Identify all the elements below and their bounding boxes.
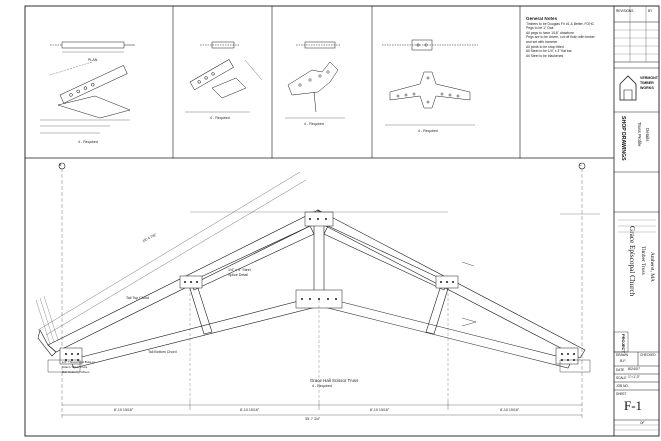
- sheet-type: SHOP DRAWINGS: [620, 116, 626, 161]
- sheet-label: SHEET: [616, 392, 627, 396]
- project-location: Amherst, MA: [649, 252, 655, 282]
- firm-logo-house-icon: [619, 75, 637, 101]
- detail-1-plan: PLAN: [88, 58, 98, 62]
- callout-left-2: Attach Tail to Truss: [62, 365, 88, 369]
- notes-line: Pegs are to be driven, cut off flush wit…: [526, 35, 595, 40]
- notes-title: General Notes: [526, 17, 558, 21]
- dim-bottom-4: 8'-10 15/16": [500, 408, 520, 412]
- detail-joint-2: [185, 41, 263, 113]
- detail-1-required: 4 - Required: [78, 140, 98, 144]
- detail-4-required: 4 - Required: [418, 129, 438, 133]
- sheet-title-2: Details: [645, 128, 650, 142]
- title-block: [613, 6, 659, 431]
- grid-bubble-left: B: [59, 163, 62, 167]
- of-label: OF: [640, 421, 645, 425]
- dim-bottom-3: 8'-10 15/16": [370, 408, 390, 412]
- project-label: PROJECT: [621, 334, 626, 353]
- dim-bottom-2: 8'-10 15/16": [240, 408, 260, 412]
- firm-line-1: VERMONT: [640, 76, 658, 80]
- callout-tail-bottom: Tail Bottom Chord: [148, 350, 177, 354]
- callout-left-1: 1/4" Thread Rod Bolts to: [62, 360, 95, 364]
- notes-line: All pegs to have 1/16" drawbore: [526, 30, 574, 35]
- sheet-number: F-1: [624, 398, 643, 413]
- date-value: 8/24/07: [628, 367, 640, 371]
- callout-tail-top: Tail Top Chord: [126, 296, 149, 300]
- project-name: Grace Episcopal Church: [628, 226, 636, 297]
- notes-line: All joints to be shop fitted: [526, 44, 564, 49]
- sheet-title-1: Truss Profile: [637, 122, 642, 147]
- general-notes: General Notes Timbers to be Douglas Fir …: [526, 17, 604, 58]
- scale-label: SCALE: [616, 376, 627, 380]
- sheet-border: [24, 5, 660, 437]
- firm-line-3: WORKS: [640, 86, 654, 90]
- callout-steel-2: Splice Detail: [228, 273, 248, 277]
- dim-bottom-1: 8'-10 15/16": [114, 408, 134, 412]
- callout-left-3: Bolt Holes by Others: [62, 370, 90, 374]
- detail-splice: [382, 39, 478, 126]
- grid-bubble-right: C: [579, 163, 582, 167]
- notes-line: All Steel to be 1/4" x 3" flat bar: [526, 49, 572, 54]
- detail-3-required: 4 - Required: [304, 122, 324, 126]
- notes-line: Pegs to be 1" Oak: [526, 26, 554, 31]
- drawn-value: B.F.: [620, 359, 627, 363]
- detail-heel: [40, 41, 135, 134]
- notes-line: and set with hammer: [526, 39, 558, 44]
- firm-line-2: TIMBER: [640, 81, 654, 85]
- notes-line: Timbers to be Douglas Fir #1 & Better, F…: [526, 21, 595, 26]
- date-label: DATE: [616, 368, 625, 372]
- project-sub: Timber Truss: [640, 246, 646, 275]
- main-truss: [35, 162, 600, 420]
- job-label: JOB NO.: [616, 384, 629, 388]
- main-caption: Grace Hall Scissor Truss: [310, 378, 359, 383]
- revisions-by: BY: [648, 9, 653, 13]
- detail-joint-3: [285, 41, 345, 119]
- scale-value: 1"=1'-0": [628, 375, 640, 379]
- drawn-label: DRAWN: [616, 353, 628, 357]
- detail-2-required: 4 - Required: [210, 116, 230, 120]
- revisions-label: REVISIONS: [616, 9, 634, 13]
- main-required: 4 - Required: [312, 384, 332, 388]
- callout-steel-1: 1/4" x 3" Steel: [228, 268, 251, 272]
- checked-label: CHECKED: [640, 353, 656, 357]
- dim-overall: 35'-7 3/4": [305, 417, 321, 421]
- notes-line: All Steel to be blackened: [526, 53, 564, 58]
